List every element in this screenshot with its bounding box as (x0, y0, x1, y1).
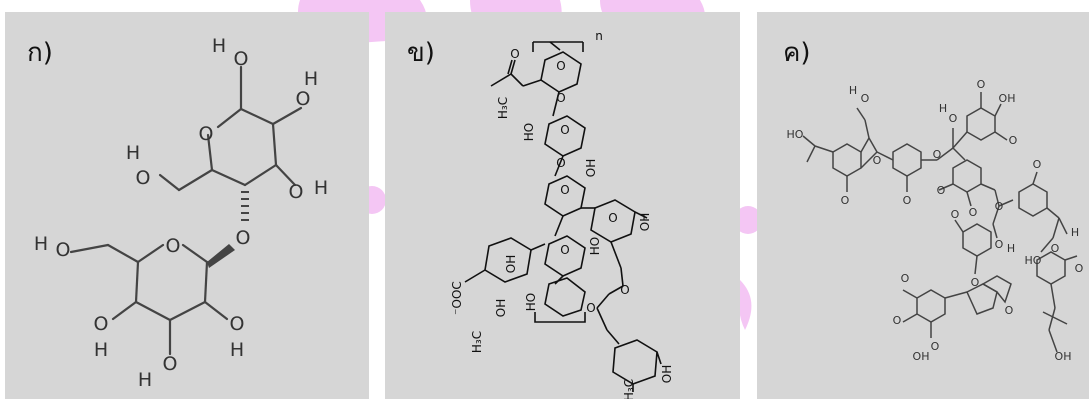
panel-a: ก) (5, 12, 369, 399)
svg-text:O: O (289, 181, 304, 203)
svg-text:O: O (1075, 262, 1084, 275)
panel-c-structure: HO O H O O O O H O O OH O O O O O H O H … (787, 78, 1084, 363)
panel-a-label: ก) (27, 38, 53, 68)
svg-text:O: O (951, 208, 960, 221)
svg-text:O: O (510, 47, 519, 61)
svg-text:O: O (933, 148, 942, 161)
panel-c: ค) (757, 12, 1089, 399)
svg-text:H: H (314, 177, 328, 199)
svg-text:O: O (166, 235, 181, 257)
svg-text:n: n (595, 29, 603, 43)
svg-text:O: O (903, 194, 912, 207)
svg-text:H: H (94, 339, 108, 361)
svg-text:O: O (861, 92, 870, 105)
svg-text:H₃C: H₃C (470, 331, 484, 353)
svg-text:O: O (977, 78, 986, 91)
svg-text:O: O (163, 353, 178, 375)
svg-text:O: O (949, 112, 958, 125)
svg-text:HO: HO (588, 237, 602, 255)
svg-text:O: O (1009, 134, 1018, 147)
svg-text:OH: OH (999, 92, 1016, 105)
svg-text:O: O (1051, 242, 1060, 255)
svg-text:O: O (234, 48, 249, 70)
svg-text:O: O (556, 59, 565, 73)
svg-text:O: O (560, 243, 569, 257)
svg-text:O: O (873, 154, 882, 167)
svg-text:OH: OH (504, 255, 518, 273)
panel-b-structure: n O O O O O O O H₃C HO OH OH O HO O O OH… (450, 29, 674, 399)
svg-text:O: O (586, 301, 595, 315)
svg-text:H: H (138, 369, 152, 391)
svg-text:H: H (1071, 226, 1079, 239)
svg-text:O: O (236, 227, 251, 249)
svg-text:O: O (556, 91, 565, 105)
svg-text:OH: OH (638, 213, 652, 231)
svg-text:O: O (893, 314, 902, 327)
svg-text:O: O (937, 184, 946, 197)
svg-text:O: O (931, 340, 940, 353)
svg-text:O: O (136, 167, 151, 189)
svg-text:O: O (620, 283, 629, 297)
svg-text:H: H (849, 84, 857, 97)
svg-text:O: O (560, 123, 569, 137)
svg-text:HO: HO (522, 123, 536, 141)
svg-text:H: H (230, 339, 244, 361)
svg-text:O: O (1033, 158, 1042, 171)
svg-text:O: O (971, 276, 980, 289)
svg-text:OH: OH (913, 350, 930, 363)
svg-text:O: O (199, 123, 214, 145)
svg-text:O: O (969, 206, 978, 219)
svg-text:H₃C: H₃C (622, 379, 636, 399)
svg-text:OH: OH (494, 299, 508, 317)
svg-text:O: O (841, 194, 850, 207)
svg-text:OH: OH (660, 365, 674, 383)
svg-text:O: O (296, 88, 311, 110)
svg-text:H: H (126, 142, 140, 164)
panel-b: ข) (385, 12, 740, 399)
svg-text:O: O (608, 211, 617, 225)
panel-c-label: ค) (783, 38, 811, 68)
svg-text:H: H (34, 233, 48, 255)
svg-text:O: O (901, 272, 910, 285)
svg-text:H₃C: H₃C (496, 97, 510, 119)
svg-text:O: O (230, 313, 245, 335)
svg-text:OH: OH (1055, 350, 1072, 363)
svg-text:OH: OH (584, 159, 598, 177)
svg-text:H: H (1007, 242, 1015, 255)
svg-text:H: H (212, 35, 226, 57)
svg-text:HO: HO (787, 128, 804, 141)
svg-text:O: O (995, 238, 1004, 251)
svg-text:O: O (560, 183, 569, 197)
panel-b-label: ข) (407, 38, 435, 68)
svg-text:H: H (939, 102, 947, 115)
svg-text:HO: HO (524, 293, 538, 311)
svg-text:O: O (1005, 304, 1014, 317)
svg-text:H: H (304, 68, 318, 90)
panel-a-structure: O O O O H O H O H O H O H O H O H O H (34, 35, 328, 391)
svg-text:O: O (995, 200, 1004, 213)
svg-text:⁻OOC: ⁻OOC (450, 281, 464, 315)
svg-text:HO: HO (1025, 254, 1042, 267)
svg-text:O: O (556, 156, 565, 170)
svg-text:O: O (94, 313, 109, 335)
svg-text:O: O (56, 239, 71, 261)
